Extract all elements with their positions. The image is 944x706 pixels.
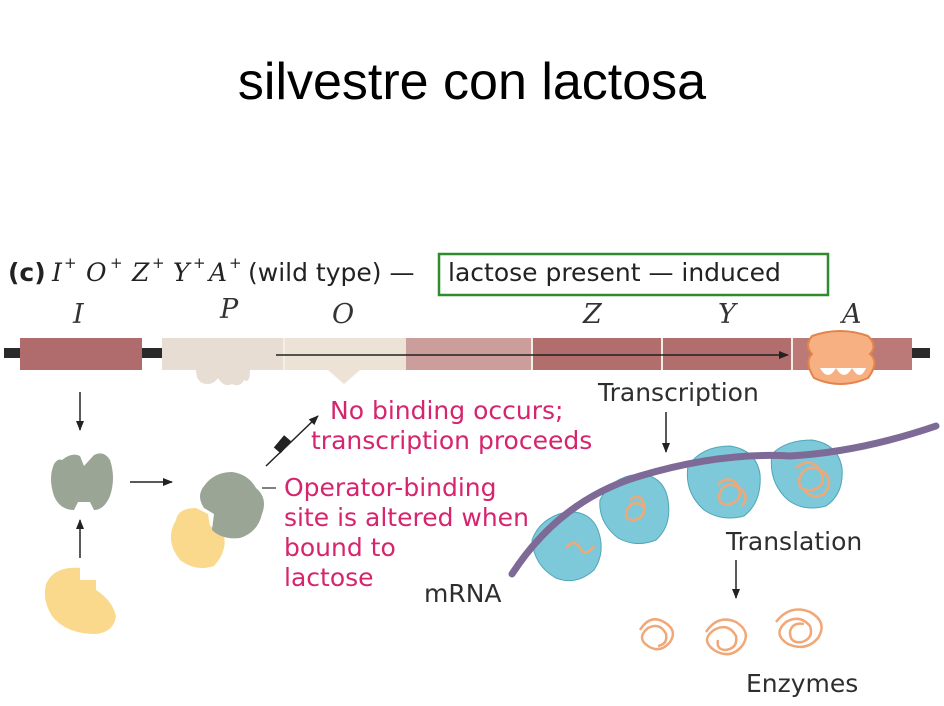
- blocked-binding-mark: [273, 435, 291, 454]
- gene-label-o: O: [332, 299, 354, 330]
- bound-lactose: [170, 508, 225, 568]
- gene-z-segment: [532, 338, 662, 370]
- genotype-header: (c) I + O + Z + Y + A + (wild type) — la…: [8, 252, 830, 297]
- operator-label-line-1: Operator-binding: [284, 473, 497, 502]
- polypeptide-2: [624, 495, 646, 522]
- arrow-to-operator: [265, 415, 319, 467]
- binding-labels: No binding occurs; transcription proceed…: [284, 396, 592, 592]
- slide-title: silvestre con lactosa: [237, 53, 707, 111]
- condition-label: lactose present — induced: [448, 258, 781, 287]
- gene-label-y: Y: [718, 299, 738, 330]
- gene-label-z: Z: [582, 299, 603, 330]
- polymerase-cleft: [820, 368, 866, 375]
- gene-i-segment: [20, 338, 142, 370]
- genotype-i-sup: +: [64, 254, 77, 272]
- genotype-z-sup: +: [152, 254, 165, 272]
- gene-expression: Transcription mRNA Translation Enzymes: [424, 378, 940, 698]
- lactose-molecule: [44, 567, 116, 634]
- translation-label: Translation: [725, 527, 862, 556]
- enzymes-group: [638, 608, 823, 656]
- gene-label-a: A: [839, 299, 862, 330]
- altered-repressor: [200, 472, 264, 539]
- mrna-strand: [508, 422, 940, 578]
- gene-label-i: I: [72, 299, 85, 330]
- panel-label: (c): [8, 258, 46, 287]
- mrna-label: mRNA: [424, 579, 502, 608]
- gene-letters: I P O Z Y A: [72, 294, 862, 330]
- genotype-a: A: [207, 258, 227, 287]
- repressor-lactose-complex: [170, 415, 319, 568]
- no-binding-line-1: No binding occurs;: [330, 396, 563, 425]
- genotype-o: O: [86, 258, 107, 287]
- rna-polymerase: [807, 330, 876, 385]
- gene-label-p: P: [219, 294, 239, 325]
- gene-y-segment: [662, 338, 792, 370]
- enzymes-label: Enzymes: [746, 669, 858, 698]
- polypeptide-1: [565, 541, 596, 554]
- enzyme-1: [638, 618, 675, 651]
- polypeptide-3: [717, 478, 747, 507]
- wild-type-label: (wild type) —: [248, 258, 414, 287]
- genotype-y-sup: +: [193, 254, 206, 272]
- repressor-protein: [51, 453, 113, 510]
- no-binding-line-2: transcription proceeds: [311, 426, 592, 455]
- promoter-segment: [162, 338, 284, 370]
- operator-label-line-2: site is altered when: [284, 503, 529, 532]
- condition-highlight-box: [437, 252, 830, 297]
- genotype-z: Z: [131, 258, 150, 287]
- gene-z-segment-light: [406, 338, 532, 370]
- genotype-o-sup: +: [110, 254, 123, 272]
- genotype-i: I: [51, 258, 63, 287]
- repressor-pathway: [44, 392, 173, 634]
- genotype-y: Y: [173, 258, 192, 287]
- operator-notch: [328, 370, 360, 384]
- dna-strand: [4, 330, 930, 386]
- polypeptide-4: [795, 461, 831, 498]
- transcription-label: Transcription: [597, 378, 759, 407]
- operator-label-line-4: lactose: [284, 563, 374, 592]
- operator-label-line-3: bound to: [284, 533, 396, 562]
- genotype-a-sup: +: [229, 254, 242, 272]
- enzyme-3: [775, 608, 823, 649]
- operator-segment: [284, 338, 406, 370]
- promoter-bump: [196, 370, 250, 386]
- enzyme-2: [704, 618, 748, 656]
